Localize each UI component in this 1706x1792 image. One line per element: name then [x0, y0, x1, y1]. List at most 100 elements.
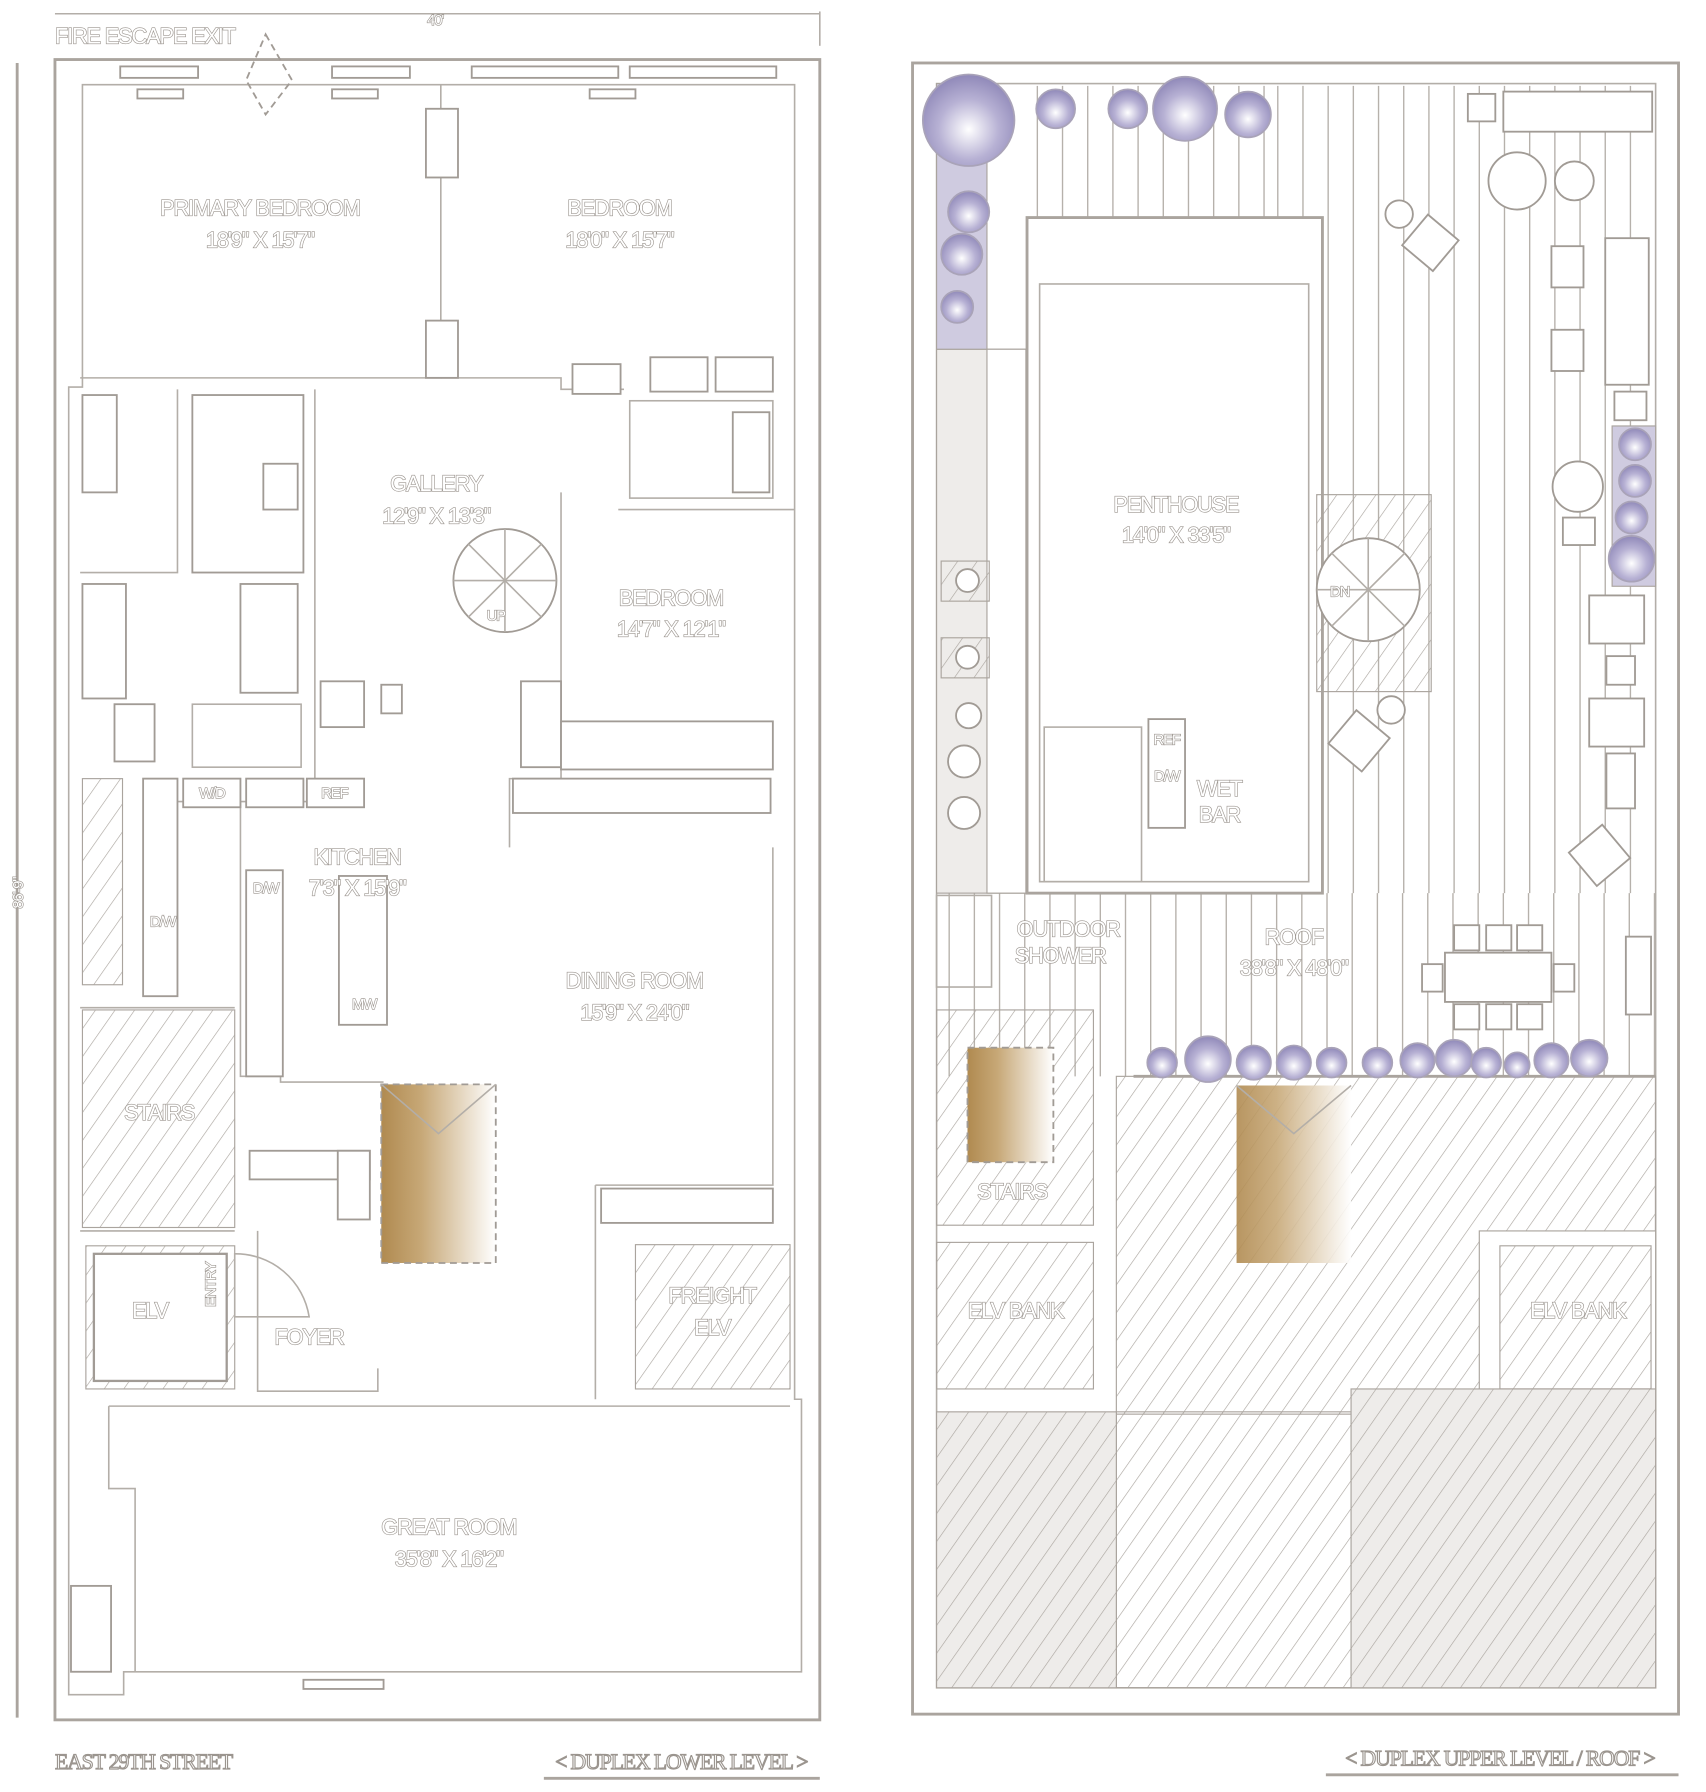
lower-interior-wall: [67, 83, 803, 1696]
plant-icon: [921, 73, 1016, 167]
plant-icon: [947, 190, 991, 234]
plant-icon: [1224, 90, 1272, 139]
vanity: [81, 583, 127, 700]
appliance-label: REF: [321, 786, 348, 802]
room-name: ELV BANK: [1530, 1298, 1627, 1323]
plant-icon: [1152, 75, 1218, 142]
closet: [81, 394, 118, 494]
room-size: 18'0" X 15'7": [565, 227, 673, 252]
room-name: GREAT ROOM: [381, 1514, 516, 1539]
plant-icon: [1184, 1035, 1232, 1083]
plant-icon: [1035, 88, 1076, 130]
planters: [921, 73, 1656, 1083]
entry-door-swing: [233, 1253, 311, 1318]
room-name: OUTDOOR: [1017, 917, 1121, 942]
side-table: [1487, 151, 1547, 211]
room-size: 14'7" X 12'1": [617, 617, 725, 642]
powder-room: [1043, 726, 1143, 883]
radiator: [302, 1678, 385, 1690]
kitchen-island: [337, 875, 388, 1026]
room-name: GALLERY: [390, 471, 484, 496]
bathtub: [731, 411, 771, 494]
lower-partitions: [80, 84, 795, 1672]
lower-exterior-wall: [53, 58, 822, 1722]
plant-icon: [940, 232, 984, 276]
room-name: SHOWER: [1015, 943, 1106, 968]
wood-staircase: [967, 1047, 1054, 1163]
room-name: BAR: [1199, 802, 1241, 827]
upper-level-caption: < DUPLEX UPPER LEVEL / ROOF >: [1345, 1747, 1655, 1771]
lower-fixtures: [70, 107, 791, 1690]
room-size: 7'3" X 15'9": [309, 875, 407, 900]
room-size: 38'8" X 48'0": [1240, 956, 1348, 981]
room-size: 35'8" X 16'2": [395, 1546, 503, 1571]
washer-dryer: [182, 777, 242, 809]
room-name: ELV: [694, 1315, 732, 1340]
plant-icon: [1315, 1046, 1348, 1079]
entry-label: ENTRY: [203, 1261, 219, 1307]
stairs-area: [81, 1009, 236, 1229]
stair-direction: UP: [487, 609, 507, 625]
fire-escape-door-swing: [245, 32, 294, 117]
appliance-label: D/W: [253, 881, 280, 897]
lounge: [1502, 90, 1654, 133]
plant-icon: [1361, 1046, 1394, 1079]
bathroom: [628, 399, 774, 499]
room-name: KITCHEN: [314, 845, 401, 870]
closets: [512, 777, 772, 814]
kitchen-counter: [245, 869, 284, 1078]
plant-icon: [1570, 1038, 1609, 1078]
refrigerator: [305, 777, 366, 809]
room-name: PRIMARY BEDROOM: [160, 195, 360, 220]
lower-level-plan: 40' 86'-9": [10, 11, 822, 1780]
shower: [191, 703, 302, 768]
appliance-label: D/W: [150, 914, 177, 930]
closets: [560, 720, 774, 771]
plant-icon: [1618, 427, 1652, 462]
chair: [1327, 708, 1392, 773]
hatched-shaft: [81, 778, 124, 986]
elevator-bank: [936, 1241, 1095, 1390]
street-label: EAST 29TH STREET: [55, 1750, 233, 1774]
plant-icon: [1434, 1038, 1474, 1078]
room-size: 15'9" X 24'0": [580, 1000, 688, 1025]
outdoor-shower: [935, 894, 993, 988]
upper-fixtures: [935, 90, 1657, 1689]
plant-icon: [1235, 1044, 1272, 1081]
plant-icon: [940, 289, 975, 324]
toilet: [113, 703, 156, 763]
freight-elevator-shaft: [634, 1244, 791, 1390]
wood-staircase: [1236, 1085, 1352, 1263]
chair: [1567, 823, 1632, 888]
column: [70, 1584, 112, 1673]
room-size: 14'0" X 33'5": [1122, 523, 1230, 548]
room-name: STAIRS: [124, 1100, 195, 1125]
appliance-label: REF: [1154, 732, 1181, 748]
wet-bar-counter: [1147, 718, 1186, 829]
room-size: 18'9" X 15'7": [206, 227, 314, 252]
room-name: PENTHOUSE: [1113, 492, 1239, 517]
bathtub: [239, 583, 299, 694]
chair: [1588, 697, 1646, 748]
elevator-bank: [1499, 1245, 1652, 1390]
plant-icon: [1503, 1051, 1531, 1079]
room-size: 12'9" X 13'3": [382, 503, 490, 528]
room-name: DINING ROOM: [566, 968, 703, 993]
upper-level-plan: PENTHOUSE 14'0" X 33'5" DN REF D/W WET B…: [911, 61, 1680, 1777]
appliance-label: W/D: [199, 786, 226, 802]
width-dimension: 40': [427, 13, 444, 29]
plant-icon: [1618, 464, 1652, 498]
planter-pot: [955, 702, 983, 730]
room-name: ROOF: [1265, 925, 1324, 950]
room-name: ELV: [132, 1298, 170, 1323]
room-name: ELV BANK: [968, 1298, 1065, 1323]
bistro-table: [1551, 460, 1604, 513]
appliance-label: D/W: [1154, 769, 1181, 785]
lower-level-caption: < DUPLEX LOWER LEVEL >: [555, 1750, 808, 1774]
plant-icon: [1107, 88, 1149, 130]
upper-exterior-wall: [911, 61, 1680, 1716]
chair: [1588, 594, 1646, 645]
appliance-label: MW: [352, 997, 377, 1013]
closet: [425, 319, 459, 379]
